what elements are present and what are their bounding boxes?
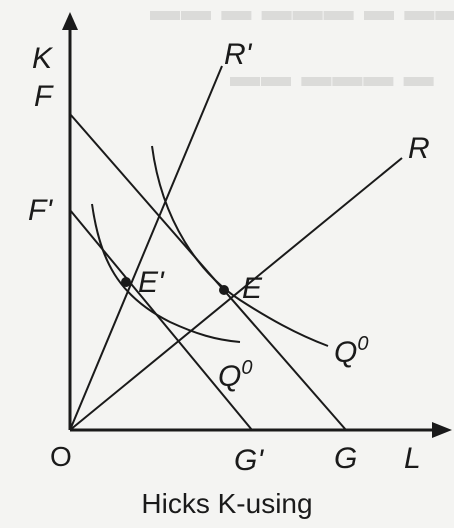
label-g-prime: G' xyxy=(234,444,264,477)
y-axis-arrow-icon xyxy=(62,12,78,30)
isoquant-q0-lower xyxy=(91,203,241,343)
label-e-prime: E' xyxy=(138,266,165,299)
label-f-prime: F' xyxy=(28,194,53,227)
point-e xyxy=(219,285,229,295)
background-texture: ▬▬ ▬▬▬ ▬ xyxy=(230,60,435,93)
ray-r-prime xyxy=(69,65,223,431)
label-q0-upper: Q0 xyxy=(334,333,368,369)
label-r: R xyxy=(408,132,430,165)
label-e: E xyxy=(242,272,263,305)
figure-caption: Hicks K-using xyxy=(141,488,313,519)
label-r-prime: R' xyxy=(224,38,253,71)
x-axis-arrow-icon xyxy=(432,422,452,438)
label-l-axis: L xyxy=(404,442,421,475)
label-origin: O xyxy=(50,441,72,472)
ray-r xyxy=(69,157,403,431)
label-k-axis: K xyxy=(32,42,54,75)
label-g: G xyxy=(334,442,357,475)
point-e-prime xyxy=(121,277,131,287)
label-q0-lower: Q0 xyxy=(218,357,252,393)
isoquant-q0-upper xyxy=(151,145,329,347)
label-f: F xyxy=(34,80,54,113)
background-texture: ▬▬ ▬ ▬▬▬ ▬ ▬▬▬ xyxy=(150,0,454,27)
isocost-f-prime-g-prime xyxy=(69,209,253,431)
